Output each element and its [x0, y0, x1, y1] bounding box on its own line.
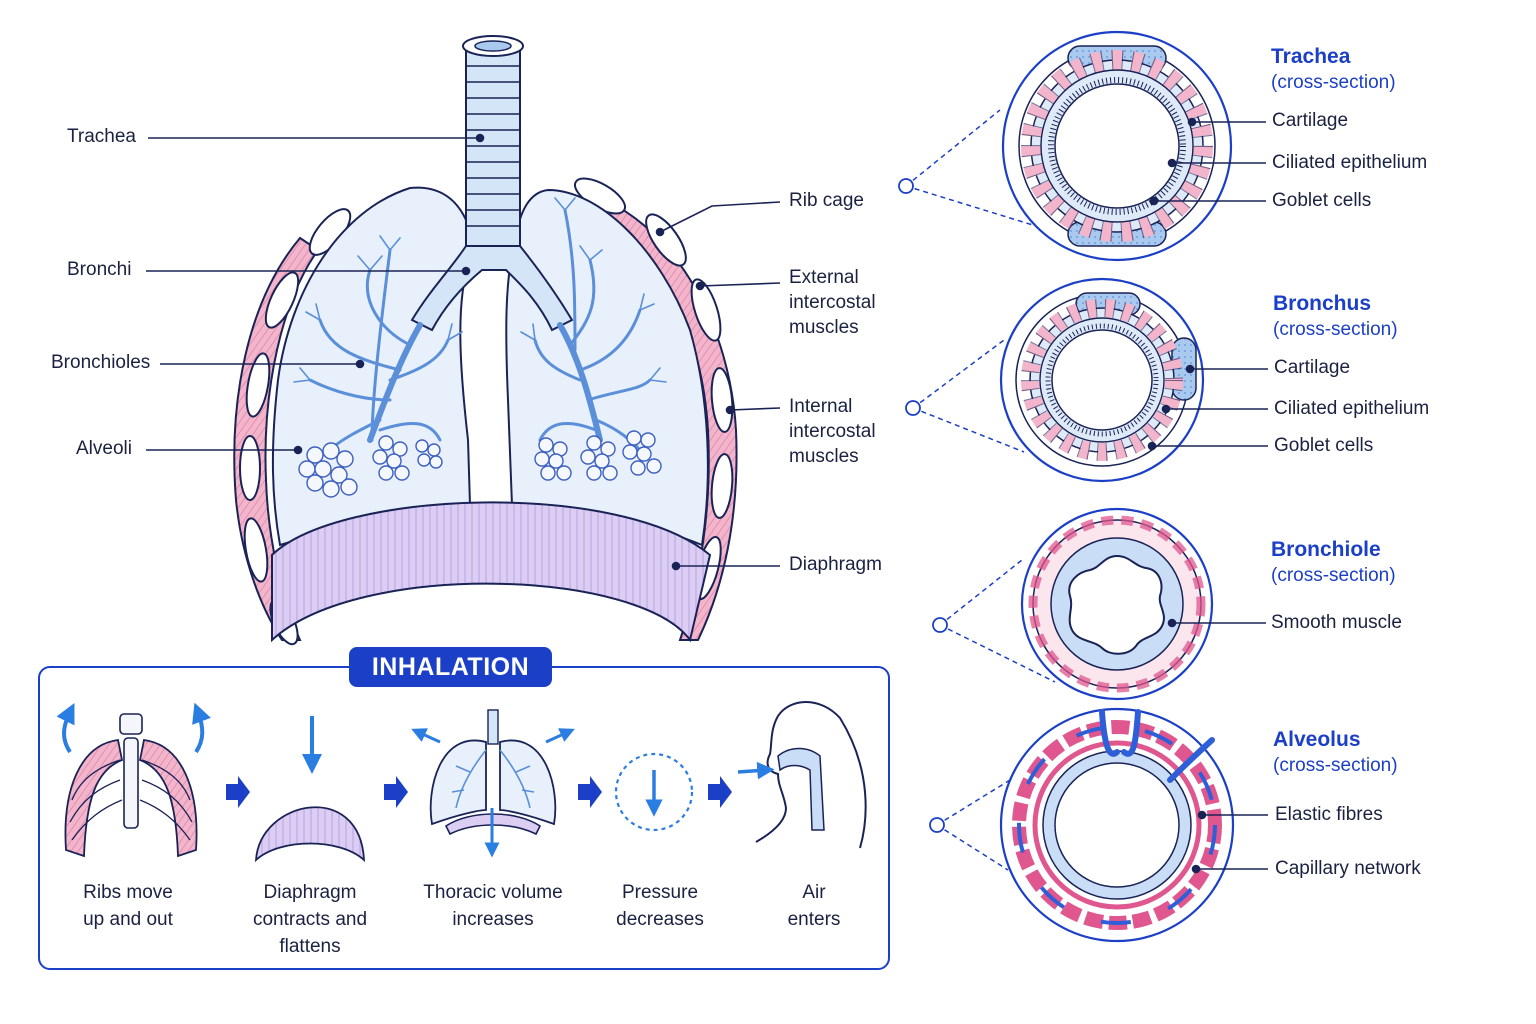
cs-bronchus-part-1: Cartilage — [1274, 357, 1351, 378]
cross-section-leader-lines — [1147, 117, 1268, 874]
cs-alveolus-part-1: Elastic fibres — [1275, 804, 1383, 825]
label-external-intercostal: External intercostal muscles — [789, 267, 876, 338]
rib-cage-icon — [56, 702, 211, 858]
inhalation-title: INHALATION — [349, 647, 552, 687]
label-bronchioles: Bronchioles — [51, 352, 151, 373]
flow-arrows — [226, 776, 732, 808]
trachea-tube — [410, 35, 574, 332]
cs-title-alveolus: Alveolus (cross-section) — [1273, 728, 1398, 776]
step-label-2: Diaphragm contracts and flattens — [252, 882, 368, 957]
cs-trachea-part-3: Goblet cells — [1272, 190, 1372, 211]
alveolus-cross-section — [999, 707, 1235, 943]
step-label-3: Thoracic volume increases — [423, 882, 563, 930]
label-bronchi: Bronchi — [67, 259, 132, 280]
pressure-icon — [614, 752, 694, 832]
diaphragm-icon — [254, 716, 366, 863]
bronchus-cross-section — [999, 277, 1205, 483]
cs-title-bronchus: Bronchus (cross-section) — [1273, 292, 1398, 340]
dashed-connectors — [905, 109, 1056, 871]
step-label-4: Pressure decreases — [616, 882, 704, 930]
cs-bronchus-part-3: Goblet cells — [1274, 435, 1374, 456]
cs-title-bronchiole: Bronchiole (cross-section) — [1271, 538, 1396, 586]
bronchiole-cross-section — [1020, 507, 1214, 701]
cs-title-trachea: Trachea (cross-section) — [1271, 45, 1396, 93]
cs-alveolus-part-2: Capillary network — [1275, 858, 1421, 879]
diaphragm-dome — [271, 501, 712, 643]
label-rib-cage: Rib cage — [789, 190, 864, 211]
head-icon — [737, 701, 867, 849]
alveoli-clusters — [298, 430, 662, 498]
lung-leader-lines — [146, 133, 781, 571]
trachea-cross-section — [1001, 30, 1233, 262]
label-trachea: Trachea — [67, 126, 136, 147]
step-label-5: Air enters — [787, 882, 841, 930]
label-diaphragm: Diaphragm — [789, 554, 882, 575]
lungs-icon — [411, 709, 575, 858]
bronchiole-tree — [293, 197, 667, 452]
rib-cage — [233, 177, 738, 646]
cs-trachea-part-2: Ciliated epithelium — [1272, 152, 1428, 173]
label-internal-intercostal: Internal intercostal muscles — [789, 396, 876, 467]
step-label-1: Ribs move up and out — [83, 882, 173, 930]
cs-bronchus-part-2: Ciliated epithelium — [1274, 398, 1430, 419]
label-alveoli: Alveoli — [76, 438, 132, 459]
cs-bronchiole-part-1: Smooth muscle — [1271, 612, 1402, 633]
cs-trachea-part-1: Cartilage — [1272, 110, 1349, 131]
